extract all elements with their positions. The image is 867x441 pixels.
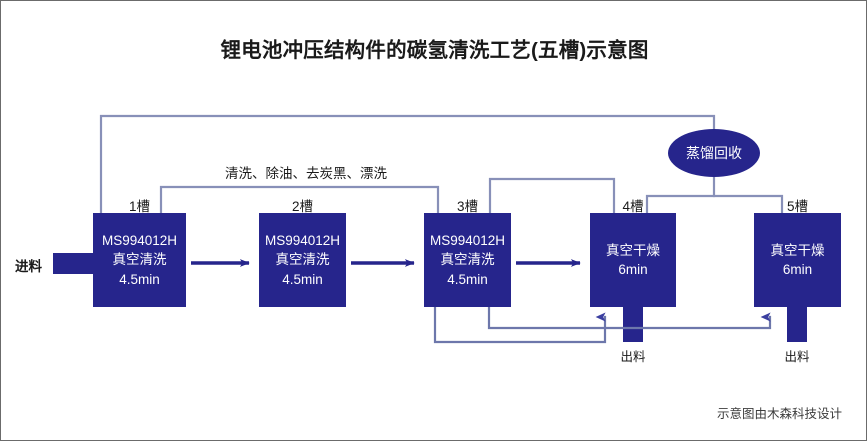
process-box-5-line2: 6min: [782, 262, 813, 277]
process-box-2-line1: MS994012H: [264, 233, 341, 249]
process-box-2-line3: 4.5min: [282, 271, 323, 287]
tank-label-1: 1槽: [128, 199, 150, 214]
tank-label-4: 4槽: [622, 199, 644, 214]
discharge-label-5: 出料: [784, 350, 810, 364]
process-box-1-line3: 4.5min: [119, 271, 160, 287]
discharge-stub-5: [787, 306, 807, 342]
process-box-3-line1: MS994012H: [429, 233, 506, 249]
tank-label-5: 5槽: [786, 199, 808, 214]
process-box-3[interactable]: MS994012H 真空清洗 4.5min: [424, 213, 511, 307]
tank-label-3: 3槽: [456, 199, 478, 214]
recycle-overhead-lines: [99, 114, 784, 215]
discharge-stub-4: [623, 306, 643, 342]
feed-stub: [53, 253, 95, 274]
process-box-1[interactable]: MS994012H 真空清洗 4.5min: [93, 213, 186, 307]
discharge-label-4: 出料: [620, 350, 646, 364]
process-box-3-line2: 真空清洗: [440, 252, 495, 268]
process-box-4[interactable]: 真空干燥 6min: [590, 213, 676, 307]
process-box-4-line2: 6min: [618, 262, 648, 277]
feed-label: 进料: [15, 259, 42, 274]
distillation-recovery-label: 蒸馏回收: [686, 145, 742, 161]
page-title: 锂电池冲压结构件的碳氢清洗工艺(五槽)示意图: [220, 39, 649, 62]
process-box-3-line3: 4.5min: [447, 271, 488, 287]
process-box-4-line1: 真空干燥: [606, 242, 660, 258]
credit-label: 示意图由木森科技设计: [716, 407, 842, 421]
tank-label-2: 2槽: [291, 199, 313, 214]
return-lines: [433, 305, 772, 344]
cleaning-stages-note: 清洗、除油、去炭黑、漂洗: [225, 166, 387, 181]
process-box-2[interactable]: MS994012H 真空清洗 4.5min: [259, 213, 346, 307]
process-box-5-line1: 真空干燥: [770, 242, 825, 258]
distillation-recovery-node[interactable]: 蒸馏回收: [668, 129, 760, 177]
process-box-5[interactable]: 真空干燥 6min: [754, 213, 841, 307]
process-box-1-line2: 真空清洗: [112, 252, 167, 268]
process-box-2-line2: 真空清洗: [275, 252, 330, 268]
process-box-1-line1: MS994012H: [101, 233, 178, 249]
